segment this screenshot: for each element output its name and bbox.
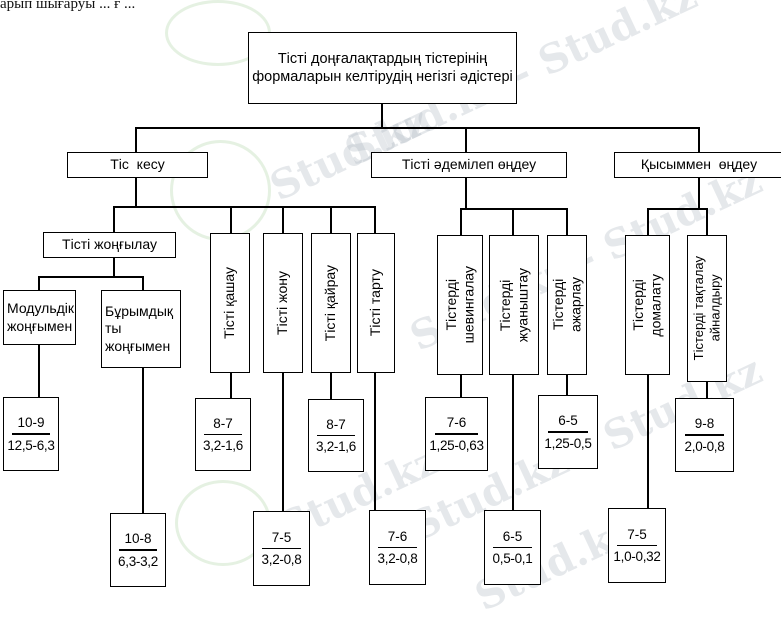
grade-accuracy: 9-8 [694, 416, 715, 432]
grade-roughness: 6,3-3,2 [118, 553, 158, 569]
grade-box: 10-9 12,5-6,3 [3, 397, 59, 471]
intro-text: арып шығаруы ... ғ ... [0, 0, 136, 12]
tooth-cutting-box: Тіс кесу [67, 152, 208, 178]
modular-cutter-box: Модульдік жоңғымен [3, 290, 76, 345]
root-label: Тісті доңғалақтардың тістерінің формалар… [252, 50, 513, 85]
broaching-box: Тісті тарту [357, 233, 395, 373]
honing-box: Тістерді ажарлау [547, 235, 587, 375]
root-box: Тісті доңғалақтардың тістерінің формалар… [248, 32, 517, 104]
grade-accuracy: 10-8 [124, 531, 152, 547]
grade-accuracy: 8-7 [326, 416, 346, 432]
thickening-label: Тістерді жуаныштау [496, 267, 531, 343]
rolling-box: Тістерді домалату [625, 235, 670, 375]
tooth-cutting-label: Тіс кесу [110, 156, 165, 173]
sharpening-box: Тісті қайрау [311, 233, 351, 373]
grade-roughness: 3,2-1,6 [316, 439, 356, 455]
grade-accuracy: 8-7 [213, 415, 233, 431]
finishing-box: Тісті әдемілеп өңдеу [371, 152, 567, 178]
plate-rotation-box: Тістерді тақталау айналдыру [687, 235, 727, 382]
finishing-label: Тісті әдемілеп өңдеу [401, 156, 537, 173]
worm-cutter-box: Бұрымдық ты жоңғымен [101, 290, 181, 368]
grade-roughness: 1,0-0,32 [613, 549, 661, 565]
planing-box: Тісті жону [263, 233, 303, 373]
thickening-box: Тістерді жуаныштау [489, 235, 539, 375]
sharpening-label: Тісті қайрау [322, 264, 339, 342]
grade-roughness: 3,2-0,8 [377, 551, 418, 567]
grade-roughness: 1,25-0,63 [429, 437, 484, 453]
grade-roughness: 0,5-0,1 [492, 551, 533, 567]
shaving-label: Тістерді шевингалау [442, 266, 477, 344]
grade-roughness: 3,2-1,6 [203, 438, 243, 454]
grade-box: 7-5 3,2-0,8 [253, 511, 310, 586]
broaching-label: Тісті тарту [367, 269, 384, 337]
grade-roughness: 3,2-0,8 [261, 552, 302, 568]
grade-box: 7-5 1,0-0,32 [608, 508, 666, 583]
honing-label: Тістерді ажарлау [549, 277, 584, 333]
grade-box: 6-5 1,25-0,5 [538, 395, 598, 469]
rolling-label: Тістерді домалату [630, 273, 664, 337]
grade-roughness: 2,0-0,8 [684, 438, 725, 454]
modular-cutter-label: Модульдік жоңғымен [7, 300, 75, 334]
shaping-label: Тісті қашау [221, 267, 238, 339]
shaving-box: Тістерді шевингалау [437, 235, 483, 375]
grade-box: 7-6 3,2-0,8 [369, 510, 426, 585]
pressure-box: Қысыммен өңдеу [614, 152, 781, 178]
grade-accuracy: 10-9 [17, 415, 45, 431]
milling-label: Тісті жоңғылау [62, 236, 157, 253]
grade-box: 6-5 0,5-0,1 [484, 510, 541, 585]
grade-box: 7-6 1,25-0,63 [425, 397, 488, 471]
grade-accuracy: 7-6 [446, 415, 467, 431]
shaping-box: Тісті қашау [210, 233, 250, 373]
grade-accuracy: 6-5 [502, 528, 523, 544]
grade-accuracy: 7-5 [271, 529, 292, 545]
grade-accuracy: 7-5 [627, 526, 647, 542]
plate-rotation-label: Тістерді тақталау айналдыру [690, 256, 722, 361]
grade-roughness: 12,5-6,3 [7, 437, 55, 453]
worm-cutter-label: Бұрымдық ты жоңғымен [105, 302, 174, 354]
milling-box: Тісті жоңғылау [43, 232, 176, 258]
pressure-label: Қысыммен өңдеу [640, 156, 758, 173]
grade-accuracy: 7-6 [387, 528, 408, 544]
grade-box: 9-8 2,0-0,8 [675, 398, 734, 472]
grade-box: 8-7 3,2-1,6 [195, 398, 251, 471]
planing-label: Тісті жону [274, 271, 291, 335]
grade-roughness: 1,25-0,5 [544, 435, 592, 451]
grade-accuracy: 6-5 [558, 413, 578, 429]
grade-box: 10-8 6,3-3,2 [110, 513, 166, 587]
grade-box: 8-7 3,2-1,6 [308, 399, 364, 472]
